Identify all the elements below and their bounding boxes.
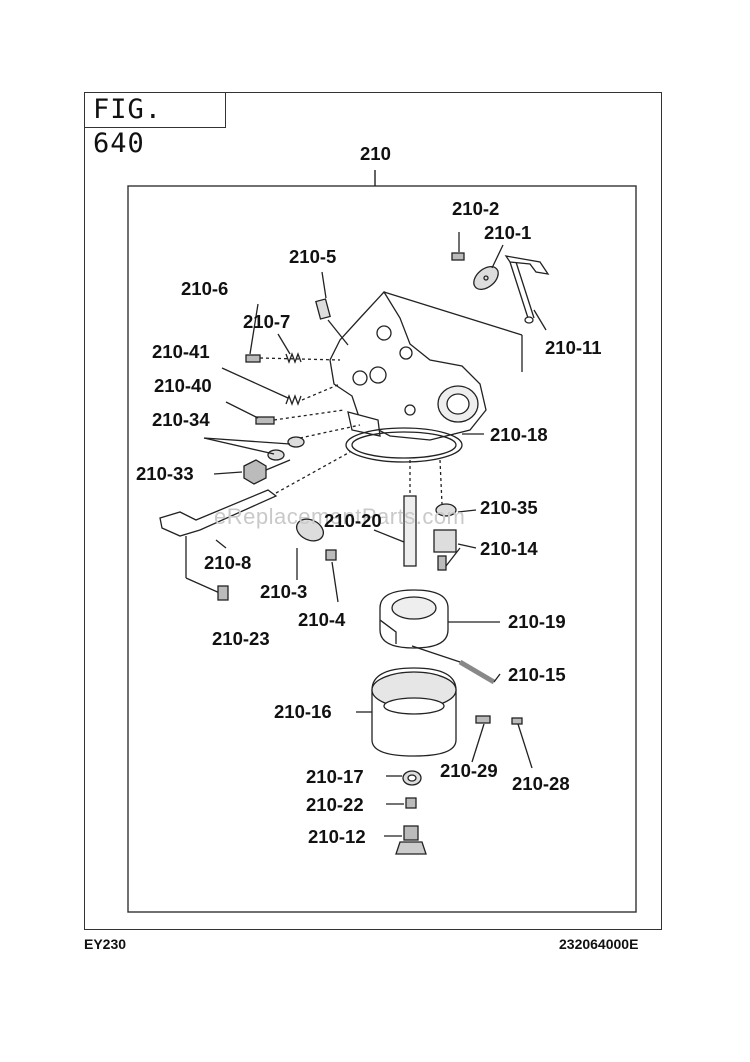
float-bowl[interactable] <box>371 667 457 757</box>
callout-210-5[interactable]: 210-5 <box>289 246 337 267</box>
callout-210-4[interactable]: 210-4 <box>298 609 346 630</box>
callout-210-19[interactable]: 210-19 <box>508 611 566 632</box>
callout-210-28[interactable]: 210-28 <box>512 773 570 794</box>
figure-frame <box>84 92 662 930</box>
callout-210-15[interactable]: 210-15 <box>508 664 566 685</box>
callout-210-29[interactable]: 210-29 <box>440 760 498 781</box>
callout-210-17[interactable]: 210-17 <box>306 766 364 787</box>
callout-210-18[interactable]: 210-18 <box>490 424 548 445</box>
throttle-shaft[interactable] <box>159 451 351 537</box>
lever-screw[interactable] <box>217 585 229 601</box>
adjust-screw[interactable] <box>315 298 331 320</box>
choke-shaft[interactable] <box>504 255 550 324</box>
callout-210-8[interactable]: 210-8 <box>204 552 252 573</box>
callout-210-22[interactable]: 210-22 <box>306 794 364 815</box>
main-nozzle[interactable] <box>403 495 417 567</box>
callout-210-6[interactable]: 210-6 <box>181 278 229 299</box>
callout-210-40[interactable]: 210-40 <box>154 375 212 396</box>
figure-number: FIG. 640 <box>84 92 226 159</box>
callout-210-11[interactable]: 210-11 <box>545 337 602 358</box>
choke-valve[interactable] <box>469 262 502 294</box>
float-pin[interactable] <box>458 659 496 685</box>
model-label: EY230 <box>84 936 127 952</box>
bowl-washer[interactable] <box>402 770 422 786</box>
throttle-stop-spring[interactable] <box>285 394 302 406</box>
choke-screw[interactable] <box>451 252 465 261</box>
subassembly-box <box>127 185 637 913</box>
callout-210-41[interactable]: 210-41 <box>152 341 210 362</box>
bowl-gasket-small[interactable] <box>405 797 417 809</box>
watermark: eReplacementParts.com <box>214 504 466 529</box>
assembly-label: 210 <box>360 143 391 164</box>
callout-210-1[interactable]: 210-1 <box>484 222 532 243</box>
shaft-bolt[interactable] <box>243 459 291 485</box>
bowl-bolt[interactable] <box>395 825 427 855</box>
callout-210-12[interactable]: 210-12 <box>308 826 366 847</box>
pilot-screw[interactable] <box>245 354 261 363</box>
throttle-stop-screw[interactable] <box>255 416 275 425</box>
drain-screw-small[interactable] <box>511 717 523 725</box>
drain-screw[interactable] <box>475 715 491 724</box>
callout-210-14[interactable]: 210-14 <box>480 538 538 559</box>
callout-210-23[interactable]: 210-23 <box>212 628 270 649</box>
callout-210-3[interactable]: 210-3 <box>260 581 308 602</box>
pilot-spring[interactable] <box>285 352 302 364</box>
callout-210-20[interactable]: 210-20 <box>324 510 382 531</box>
float-bowl-gasket[interactable] <box>345 427 463 463</box>
callout-210-35[interactable]: 210-35 <box>480 497 538 518</box>
washer[interactable] <box>267 436 305 461</box>
callout-210-33[interactable]: 210-33 <box>136 463 194 484</box>
throttle-valve[interactable] <box>293 515 327 545</box>
float[interactable] <box>379 589 449 649</box>
callout-210-2[interactable]: 210-2 <box>452 198 500 219</box>
throttle-valve-screw[interactable] <box>325 549 337 561</box>
callout-210-7[interactable]: 210-7 <box>243 311 291 332</box>
carburetor-body[interactable] <box>329 290 487 441</box>
part-number-label: 232064000E <box>559 936 639 952</box>
callout-210-16[interactable]: 210-16 <box>274 701 332 722</box>
callout-210-34[interactable]: 210-34 <box>152 409 210 430</box>
float-needle[interactable] <box>433 529 457 571</box>
needle-seat[interactable] <box>435 503 457 517</box>
